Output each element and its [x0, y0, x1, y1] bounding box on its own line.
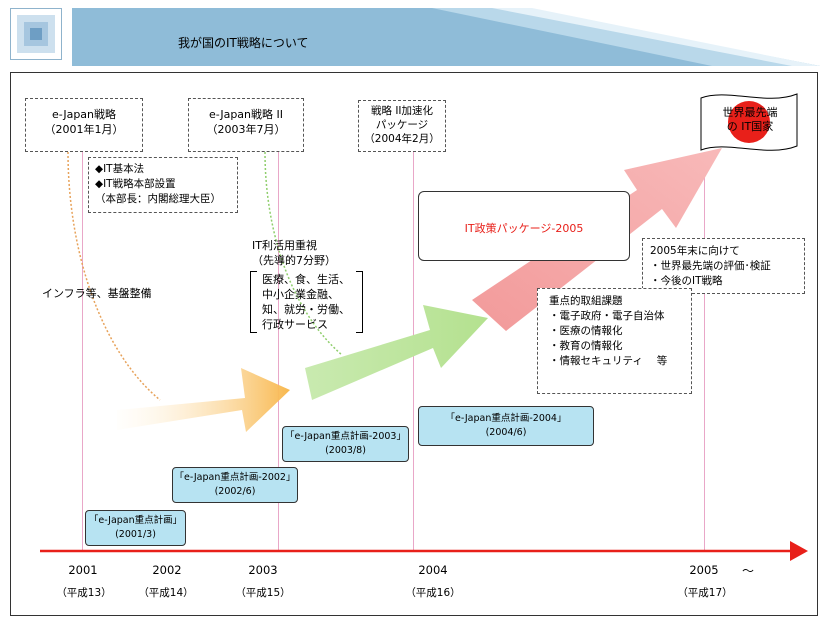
year-line-2001 [82, 152, 83, 550]
plan-date: (2001/3) [115, 529, 156, 540]
plan-label: 「e-Japan重点計画-2003」 [285, 431, 406, 442]
era-label-2002: （平成14） [138, 587, 194, 599]
milestone-e-japan-strategy: e-Japan戦略 （2001年1月） [25, 98, 143, 152]
note-it-law-text: ◆IT基本法 ◆IT戦略本部設置 （本部長：内閣総理大臣） [95, 163, 221, 205]
note-priorities-text: 重点的取組課題 ・電子政府・電子自治体 ・医療の情報化 ・教育の情報化 ・情報セ… [549, 295, 668, 367]
plan-date: (2004/6) [485, 427, 527, 438]
year-label-2004: 2004 [418, 563, 448, 577]
year-line-2003 [278, 152, 279, 550]
header-logo [10, 8, 62, 60]
year-label-2003: 2003 [248, 563, 278, 577]
package-2005-label: IT政策パッケージ-2005 [464, 222, 584, 235]
package-2005-box: IT政策パッケージ-2005 [418, 191, 630, 261]
milestone-e-japan-strategy-2: e-Japan戦略 II （2003年7月） [188, 98, 304, 152]
plan-box-2001: 「e-Japan重点計画」 (2001/3) [85, 510, 186, 546]
year-label-2001: 2001 [68, 563, 98, 577]
plan-label: 「e-Japan重点計画-2002」 [174, 472, 296, 483]
year-line-2005 [704, 160, 705, 550]
plan-label: 「e-Japan重点計画」 [88, 515, 183, 526]
milestone-label: e-Japan戦略 II [208, 108, 283, 121]
note-end-2005: 2005年末に向けて ・世界最先端の評価･検証 ・今後のIT戦略 [642, 238, 805, 294]
era-label-2004: （平成16） [405, 587, 461, 599]
note-utilization-title: IT利活用重視 （先導的7分野） [252, 239, 336, 267]
plan-box-2002: 「e-Japan重点計画-2002」 (2002/6) [172, 467, 298, 503]
note-infrastructure: インフラ等、基盤整備 [42, 287, 152, 300]
year-label-2005: 2005 [689, 563, 719, 577]
milestone-date: （2003年7月） [206, 123, 286, 136]
era-label-2003: （平成15） [235, 587, 291, 599]
plan-date: (2002/6) [214, 486, 256, 497]
note-it-law: ◆IT基本法 ◆IT戦略本部設置 （本部長：内閣総理大臣） [88, 157, 238, 213]
goal-label: 世界最先端 の IT国家 [722, 106, 778, 133]
milestone-date: （2004年2月） [364, 133, 440, 145]
header-band [72, 8, 820, 66]
note-priorities: 重点的取組課題 ・電子政府・電子自治体 ・医療の情報化 ・教育の情報化 ・情報セ… [537, 288, 692, 394]
milestone-date: （2001年1月） [44, 123, 124, 136]
note-utilization-bracket-left [250, 271, 257, 333]
diagram-frame [10, 72, 818, 616]
page-title: 我が国のIT戦略について [178, 36, 309, 50]
note-utilization-fields: 医療、食、生活、 中小企業金融、 知、就労・労働、 行政サービス [262, 273, 350, 331]
plan-box-2004: 「e-Japan重点計画-2004」 (2004/6) [418, 406, 594, 446]
milestone-acceleration-package: 戦略 II加速化 パッケージ （2004年2月） [358, 100, 446, 152]
continuation-mark: ～ [742, 564, 755, 578]
era-label-2001: （平成13） [56, 587, 112, 599]
goal-flag-shape [700, 93, 798, 151]
milestone-label: e-Japan戦略 [51, 108, 117, 121]
year-label-2002: 2002 [152, 563, 182, 577]
plan-date: (2003/8) [325, 445, 366, 456]
era-label-2005: （平成17） [677, 587, 733, 599]
plan-label: 「e-Japan重点計画-2004」 [445, 413, 567, 424]
milestone-label: 戦略 II加速化 パッケージ [370, 105, 434, 131]
note-utilization-bracket-right [356, 271, 363, 333]
note-end-2005-text: 2005年末に向けて ・世界最先端の評価･検証 ・今後のIT戦略 [650, 245, 771, 287]
plan-box-2003: 「e-Japan重点計画-2003」 (2003/8) [282, 426, 409, 462]
